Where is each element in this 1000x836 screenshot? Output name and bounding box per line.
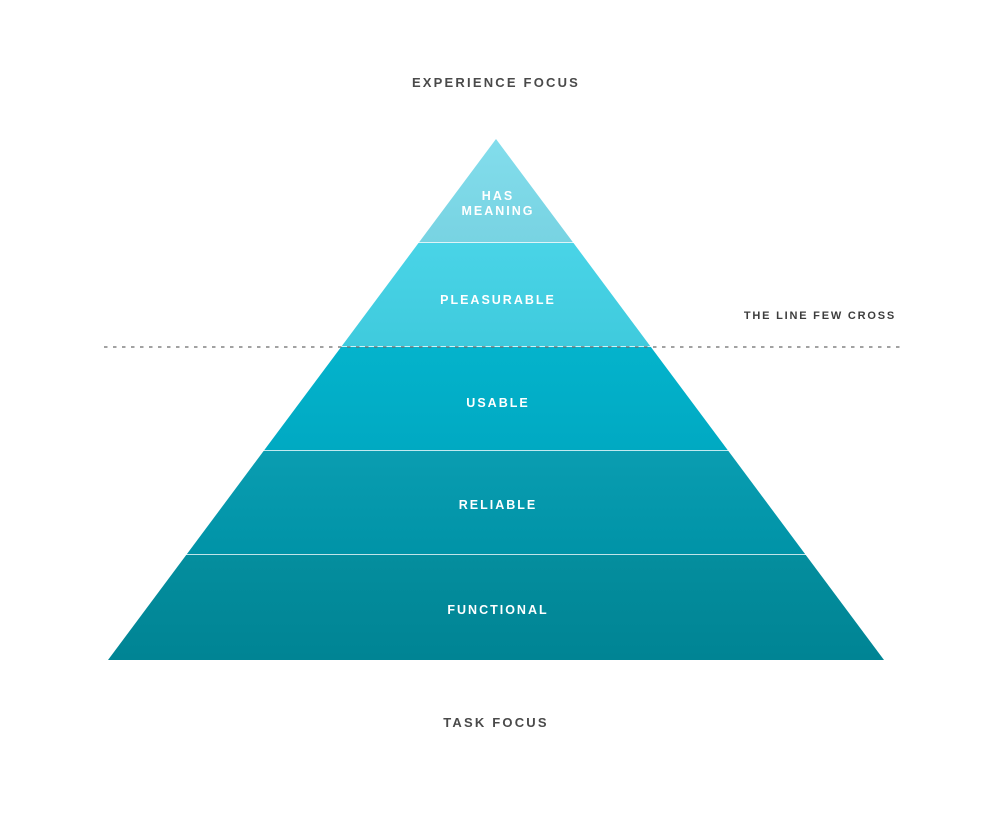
- line-few-cross-label: THE LINE FEW CROSS: [744, 310, 896, 322]
- tier-reliable: [186, 451, 806, 555]
- tier-label-pleasurable: PLEASURABLE: [440, 293, 556, 307]
- tier-label-functional: FUNCTIONAL: [447, 603, 548, 617]
- tier-pleasurable: [341, 243, 651, 347]
- tier-label-usable: USABLE: [466, 396, 529, 410]
- tier-label-has-meaning: MEANING: [461, 204, 534, 218]
- tier-label-reliable: RELIABLE: [459, 498, 538, 512]
- task-focus-label: TASK FOCUS: [443, 715, 549, 730]
- tier-usable: [263, 347, 729, 451]
- tier-functional: [108, 555, 884, 660]
- tier-label-has-meaning: HAS: [482, 189, 514, 203]
- tier-has-meaning: [418, 139, 574, 243]
- experience-focus-label: EXPERIENCE FOCUS: [412, 75, 580, 90]
